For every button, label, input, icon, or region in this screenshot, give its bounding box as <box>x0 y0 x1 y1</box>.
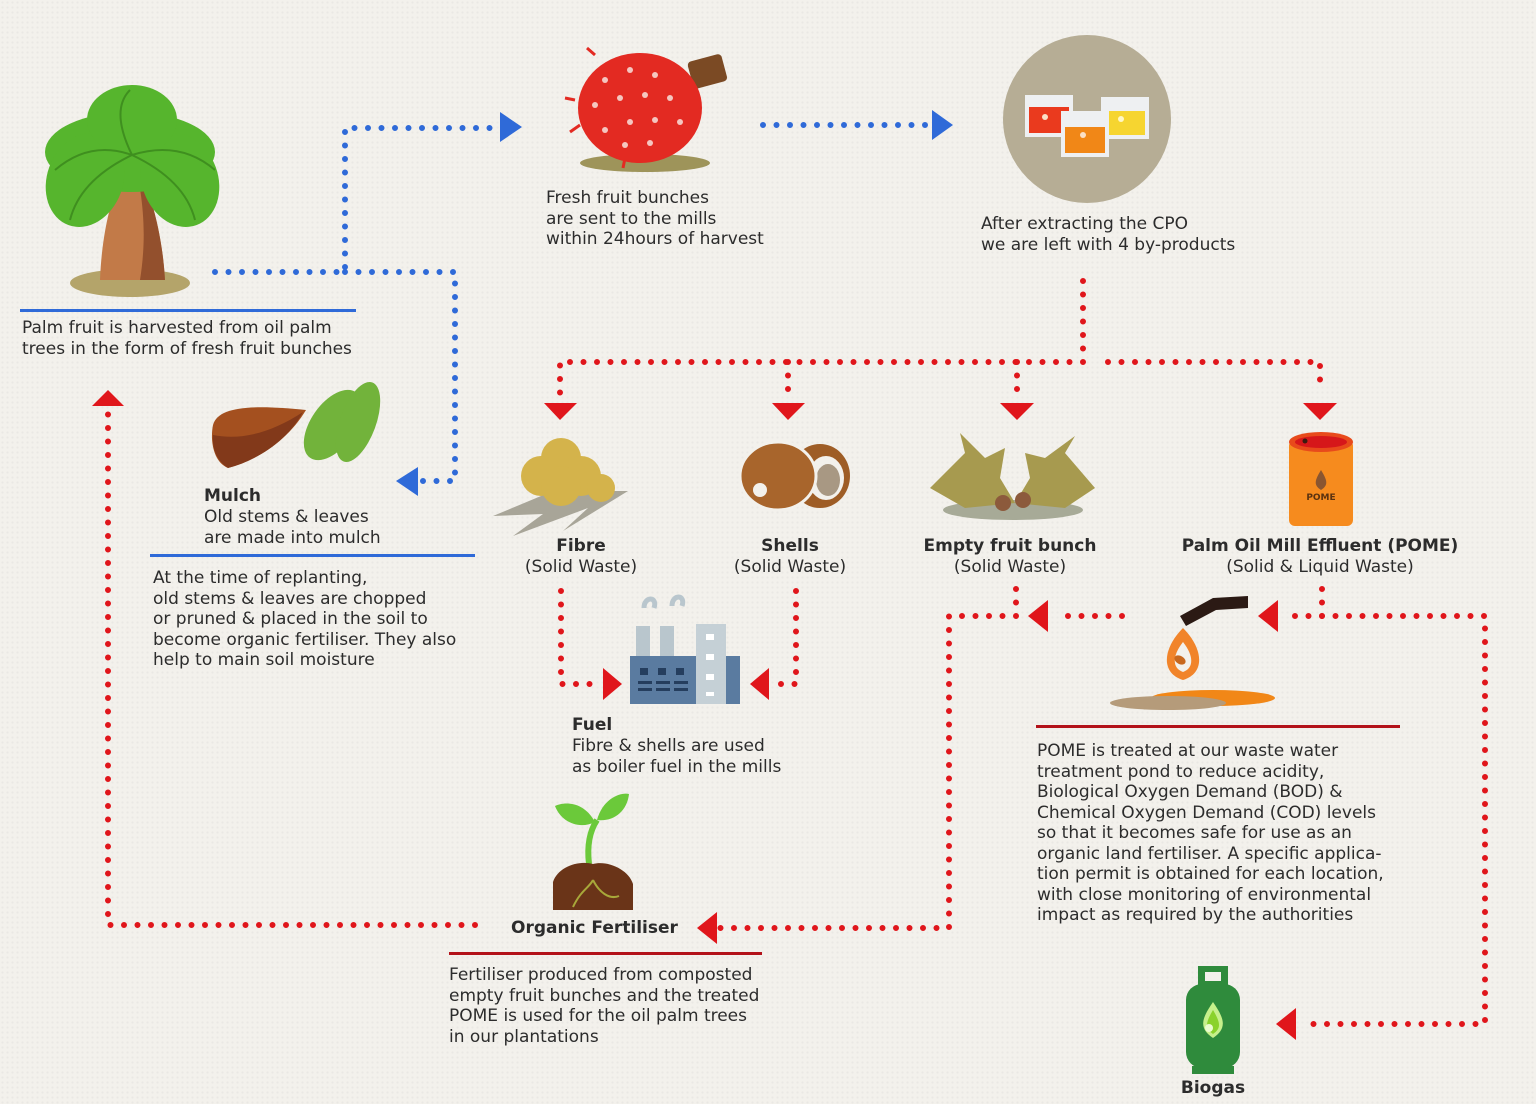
fuel-title: Fuel <box>572 715 613 735</box>
arrow-up-icon <box>92 390 124 406</box>
arrow-down-icon <box>772 403 805 420</box>
mulch-description: At the time of replanting, old stems & l… <box>153 568 457 670</box>
efb-subtitle: (Solid Waste) <box>953 557 1067 577</box>
fertiliser-title: Organic Fertiliser <box>511 918 678 938</box>
blue-flow-ffb-to-cpo <box>760 110 953 140</box>
blue-flow-harvest-to-ffb <box>212 112 522 275</box>
fertiliser-divider <box>449 952 762 955</box>
harvest-divider <box>20 309 356 312</box>
palm-tree-icon <box>40 80 230 300</box>
fibre-icon <box>493 436 633 536</box>
fruit-bunch-icon <box>564 40 730 175</box>
factory-icon <box>630 588 740 704</box>
blue-flow-to-mulch <box>342 269 458 496</box>
cpo-description: After extracting the CPO we are left wit… <box>981 214 1236 255</box>
red-flow-to-fuel <box>558 588 799 700</box>
shells-icon <box>738 440 853 512</box>
red-flow-fertiliser-to-harvest <box>92 390 478 928</box>
harvest-description: Palm fruit is harvested from oil palm tr… <box>22 318 352 359</box>
pome-barrel-icon: POME <box>1287 430 1355 530</box>
pome-barrel-label: POME <box>1306 493 1336 503</box>
mulch-title: Mulch <box>204 486 262 506</box>
arrow-right-icon <box>932 110 953 140</box>
arrow-left-icon <box>1028 600 1048 632</box>
arrow-left-icon <box>1276 1008 1296 1040</box>
red-flow-pome <box>1258 586 1488 1040</box>
empty-fruit-bunch-icon <box>925 428 1100 523</box>
arrow-right-icon <box>603 668 622 700</box>
arrow-left-icon <box>750 668 769 700</box>
stem-leaves-icon <box>208 380 388 470</box>
beakers-icon <box>1003 35 1171 203</box>
arrow-left-icon <box>396 467 418 496</box>
ffb-description: Fresh fruit bunches are sent to the mill… <box>546 188 764 249</box>
arrow-down-icon <box>544 403 577 420</box>
efb-title: Empty fruit bunch <box>923 536 1097 556</box>
shells-subtitle: (Solid Waste) <box>733 557 847 577</box>
arrow-left-icon <box>1258 600 1278 632</box>
arrow-right-icon <box>500 112 522 142</box>
fuel-description: Fibre & shells are used as boiler fuel i… <box>572 736 782 777</box>
pome-subtitle: (Solid & Liquid Waste) <box>1226 557 1414 577</box>
pome-treatment-divider <box>1036 725 1400 728</box>
gas-cylinder-icon <box>1184 966 1242 1074</box>
fibre-subtitle: (Solid Waste) <box>524 557 638 577</box>
red-flow-efb-to-fertiliser <box>697 586 1125 944</box>
arrow-down-icon <box>1000 403 1034 420</box>
fertiliser-description: Fertiliser produced from composted empty… <box>449 965 760 1047</box>
red-flow-cpo-split <box>544 278 1337 420</box>
shells-title: Shells <box>761 536 819 556</box>
pome-treatment-description: POME is treated at our waste water treat… <box>1037 741 1384 925</box>
mulch-subtitle: Old stems & leaves are made into mulch <box>204 507 381 548</box>
arrow-left-icon <box>697 912 717 944</box>
fibre-title: Fibre <box>556 536 606 556</box>
sprout-icon <box>553 792 633 910</box>
mulch-divider <box>150 554 475 557</box>
oil-pour-icon <box>1108 588 1275 713</box>
pome-title: Palm Oil Mill Effluent (POME) <box>1181 536 1459 556</box>
biogas-title: Biogas <box>1180 1078 1246 1098</box>
arrow-down-icon <box>1303 403 1337 420</box>
